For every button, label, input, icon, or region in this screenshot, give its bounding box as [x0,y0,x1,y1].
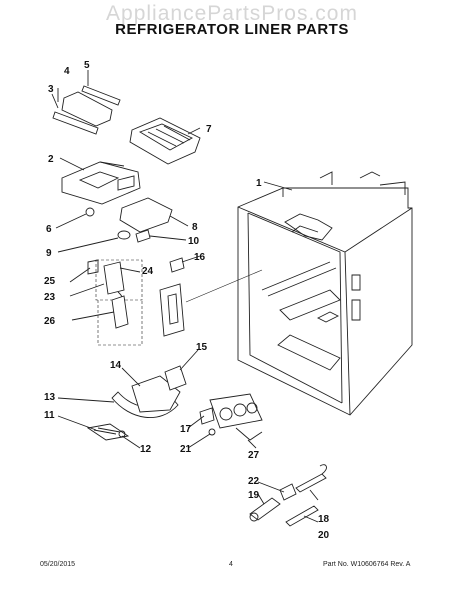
callout-2: 2 [48,154,54,165]
callout-1: 1 [256,178,262,189]
part-15-module[interactable] [164,365,187,391]
part-16-switch[interactable] [169,257,185,273]
callout-13: 13 [44,392,56,403]
callout-24: 24 [142,266,154,277]
part-19-tube[interactable] [249,497,281,521]
part-22-fitting[interactable] [279,483,297,501]
callout-4: 4 [64,66,70,77]
callout-19: 19 [248,490,260,501]
part-4-housing[interactable] [61,91,113,127]
callout-20: 20 [318,530,330,541]
footer-page-number: 4 [229,561,233,568]
footer-part-number: Part No. W10606764 Rev. A [323,561,411,568]
part-20-bracket[interactable] [285,505,319,527]
callout-17: 17 [180,424,192,435]
callout-14: 14 [110,360,122,371]
callout-10: 10 [188,236,200,247]
callout-25: 25 [44,276,56,287]
callout-21: 21 [180,444,192,455]
part-25-clip[interactable] [87,259,99,275]
part-2-housing[interactable] [61,161,141,205]
part-24-module[interactable] [103,261,125,295]
callout-8: 8 [192,222,198,233]
callout-9: 9 [46,248,52,259]
part-6-screw[interactable] [85,207,95,217]
part-7-vent-cover[interactable] [129,117,201,165]
part-14-housing[interactable] [131,375,181,413]
callout-16: 16 [194,252,206,263]
part-9-bulb[interactable] [117,230,131,240]
callout-7: 7 [206,124,212,135]
footer-date: 05/20/2015 [40,561,76,568]
part-8-damper[interactable] [119,197,173,233]
part-26-bracket[interactable] [111,295,129,329]
part-21-screw[interactable] [208,428,216,436]
callout-12: 12 [140,444,152,455]
part-27-harness[interactable] [209,393,263,441]
watermark: AppliancePartsPros.com [106,2,358,25]
part-17-clip[interactable] [199,407,215,425]
callout-26: 26 [44,316,56,327]
part-11-lens[interactable] [86,423,130,441]
part-5-bracket[interactable] [81,85,121,106]
callout-6: 6 [46,224,52,235]
liner-assembly[interactable] [237,171,413,416]
callout-22: 22 [248,476,260,487]
callout-18: 18 [318,514,330,525]
callout-3: 3 [48,84,54,95]
callout-15: 15 [196,342,208,353]
part-10-socket[interactable] [135,229,151,243]
callout-23: 23 [44,292,56,303]
callout-11: 11 [44,410,55,421]
callout-27: 27 [248,450,260,461]
part-18-sensor[interactable] [295,473,327,493]
part-12-screw[interactable] [118,430,126,438]
part-3-rail[interactable] [52,111,99,135]
callout-5: 5 [84,60,90,71]
light-panel[interactable] [159,283,185,337]
page-title: REFRIGERATOR LINER PARTS [115,21,349,38]
